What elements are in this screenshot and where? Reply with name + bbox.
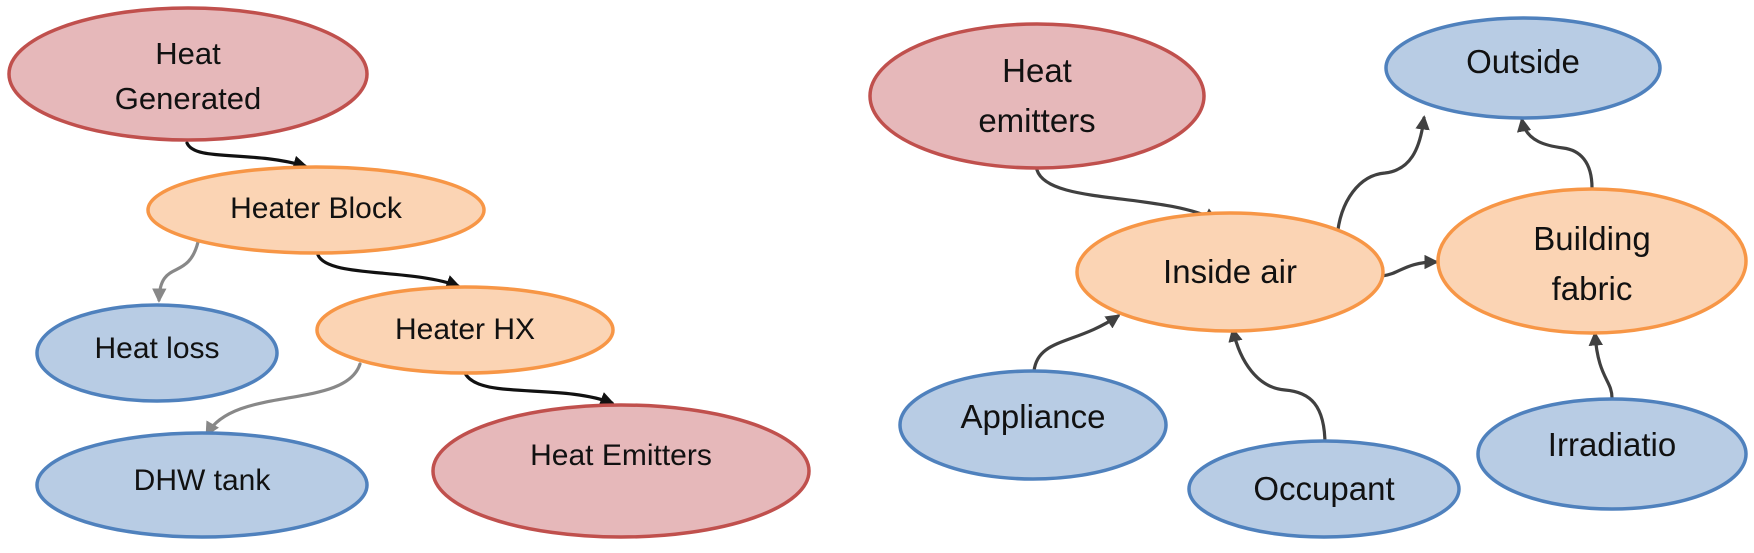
node-label: Outside [1466, 43, 1580, 80]
node-label: Heater HX [395, 313, 535, 346]
node-inside-air: Inside air [1075, 211, 1385, 333]
node-label: DHW tank [134, 464, 272, 497]
edge-irradiation-to-building-fabric [1588, 331, 1614, 400]
node-building-fabric: Building fabric [1436, 187, 1748, 335]
node-label: Building [1533, 220, 1650, 257]
node-label: Heat [155, 36, 221, 71]
node-occupant: Occupant [1187, 439, 1461, 539]
edge-heat-emitters-to-inside-air [1035, 168, 1219, 222]
node-label: Occupant [1253, 470, 1394, 507]
edge-inside-air-to-building-fabric [1380, 254, 1439, 278]
edge-heat-generated-to-heater-block [185, 141, 308, 170]
node-irradiation: Irradiatio [1476, 397, 1748, 511]
node-label: Heat [1002, 52, 1072, 89]
node-outside: Outside [1384, 16, 1662, 120]
node-heat-generated: Heat Generated [7, 6, 369, 142]
node-label: Heat Emitters [530, 439, 712, 472]
right-edges [1032, 115, 1614, 447]
node-label: Heater Block [230, 192, 403, 225]
edge-heater-hx-to-heat-emitters [463, 371, 615, 406]
edge-heater-block-to-heat-loss [152, 240, 200, 303]
node-heat-loss: Heat loss [35, 303, 279, 403]
node-label: fabric [1552, 270, 1633, 307]
edge-appliance-to-inside-air [1032, 314, 1121, 373]
node-label: Generated [115, 81, 262, 116]
node-heat-emitters-left: Heat Emitters [431, 403, 811, 539]
node-heater-hx: Heater HX [315, 285, 615, 375]
node-label: Heat loss [94, 332, 219, 365]
node-dhw-tank: DHW tank [35, 431, 369, 539]
edge-heater-hx-to-dhw-tank [205, 362, 362, 437]
node-label: Inside air [1163, 253, 1297, 290]
node-heater-block: Heater Block [146, 165, 486, 255]
edge-building-fabric-to-outside [1516, 117, 1594, 190]
left-edges [152, 141, 615, 437]
edge-occupant-to-inside-air [1228, 327, 1327, 447]
node-label: emitters [978, 102, 1095, 139]
node-label: Irradiatio [1548, 426, 1676, 463]
node-label: Appliance [961, 398, 1106, 435]
edge-heater-block-to-heater-hx [316, 253, 461, 289]
node-appliance: Appliance [898, 369, 1168, 481]
node-heat-emitters-right: Heat emitters [868, 22, 1206, 170]
edge-inside-air-to-outside [1335, 115, 1430, 240]
